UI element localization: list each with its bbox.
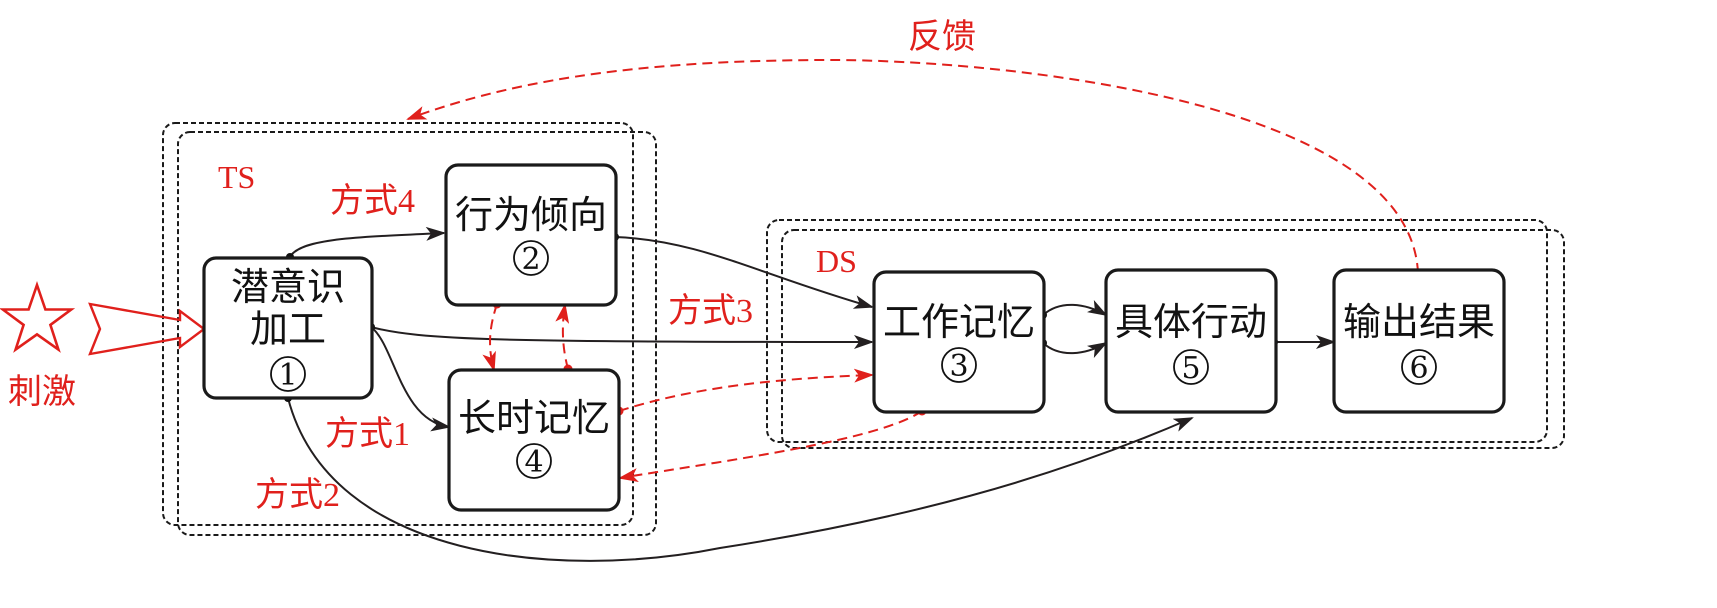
connector-1-to-2 bbox=[289, 226, 446, 258]
node-number-circle bbox=[1401, 349, 1437, 385]
node-label: 输出结果 bbox=[1343, 300, 1495, 344]
mode1-label: 方式1 bbox=[325, 415, 410, 453]
connector-2-to-3 bbox=[614, 236, 874, 309]
node-label: 潜意识 bbox=[231, 265, 345, 309]
mode4-label: 方式4 bbox=[330, 182, 415, 220]
ds-region-label: DS bbox=[816, 243, 857, 279]
node-number-circle bbox=[1173, 349, 1209, 385]
solid-connectors bbox=[287, 226, 1336, 562]
dashed-2-to-4 bbox=[482, 303, 498, 372]
connector-3-to-5-lower bbox=[1042, 342, 1108, 359]
node-number-circle bbox=[513, 240, 549, 276]
connector-1-to-3 bbox=[370, 326, 874, 349]
connector-3-to-5-upper bbox=[1042, 299, 1108, 316]
node-number-circle bbox=[941, 347, 977, 383]
dashed-connectors bbox=[406, 58, 1419, 483]
node-behavior-tendency: 行为倾向 2 bbox=[444, 163, 618, 307]
node-label: 行为倾向 bbox=[455, 193, 607, 237]
stimulus: 刺激 bbox=[0, 280, 76, 411]
star-icon bbox=[0, 280, 76, 353]
node-concrete-action: 具体行动 5 bbox=[1104, 268, 1278, 414]
mode3-label: 方式3 bbox=[668, 292, 753, 330]
node-number: 6 bbox=[1409, 351, 1428, 386]
connector-1-to-5 bbox=[287, 397, 1194, 562]
node-working-memory: 工作记忆 3 bbox=[872, 270, 1046, 414]
stimulus-label: 刺激 bbox=[8, 373, 76, 411]
connector-1-to-4 bbox=[370, 326, 451, 432]
node-label: 具体行动 bbox=[1115, 300, 1267, 344]
node-number-circle bbox=[270, 356, 306, 392]
node-number: 5 bbox=[1181, 351, 1200, 386]
node-label: 工作记忆 bbox=[883, 300, 1035, 344]
dashed-3-to-4 bbox=[618, 410, 923, 483]
node-number: 4 bbox=[524, 445, 543, 480]
node-label: 长时记忆 bbox=[458, 396, 610, 440]
feedback-curve bbox=[406, 58, 1419, 274]
node-long-term-memory: 长时记忆 4 bbox=[447, 368, 621, 512]
feedback-label: 反馈 bbox=[908, 18, 976, 56]
dashed-4-to-3 bbox=[618, 368, 874, 412]
node-number-circle bbox=[516, 443, 552, 479]
node-number: 2 bbox=[521, 242, 540, 277]
node-subconscious-processing: 潜意识 加工 1 bbox=[202, 256, 374, 400]
mode2-label: 方式2 bbox=[255, 476, 340, 514]
ts-region-label: TS bbox=[218, 159, 255, 195]
node-output-result: 输出结果 6 bbox=[1332, 268, 1506, 414]
node-number: 1 bbox=[278, 358, 297, 393]
node-number: 3 bbox=[949, 349, 968, 384]
dashed-4-to-2 bbox=[555, 303, 570, 370]
node-label: 加工 bbox=[250, 307, 326, 351]
input-arrow-icon bbox=[88, 302, 206, 356]
ds-region: DS bbox=[766, 219, 1565, 449]
ts-region: TS bbox=[162, 122, 657, 536]
